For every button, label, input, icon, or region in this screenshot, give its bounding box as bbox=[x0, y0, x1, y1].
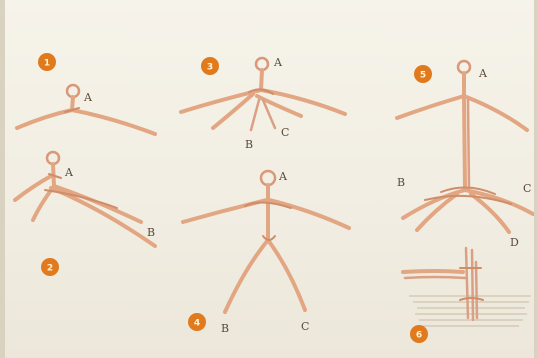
step-5-label-c: C bbox=[523, 182, 531, 195]
step-3-badge: 3 bbox=[201, 57, 219, 75]
step-1-label-a: A bbox=[83, 91, 93, 104]
step-6-wire bbox=[403, 248, 483, 320]
svg-text:2: 2 bbox=[47, 264, 53, 274]
step-3-label-c: C bbox=[281, 126, 289, 139]
step-5-label-b: B bbox=[397, 176, 405, 189]
step-6-base-shading bbox=[409, 296, 531, 326]
step-6-badge: 6 bbox=[410, 325, 428, 343]
svg-text:4: 4 bbox=[194, 319, 200, 329]
step-2-wire bbox=[15, 152, 155, 246]
armature-diagram: 1 A A B 2 3 bbox=[5, 0, 538, 358]
step-6: 6 bbox=[403, 248, 531, 343]
step-4: A B C 4 bbox=[183, 170, 349, 335]
svg-text:3: 3 bbox=[207, 63, 213, 73]
svg-text:1: 1 bbox=[44, 59, 50, 69]
step-4-label-a: A bbox=[278, 170, 288, 183]
step-5-label-d: D bbox=[510, 236, 519, 249]
step-2-label-a: A bbox=[64, 166, 74, 179]
step-4-wire bbox=[183, 171, 349, 312]
step-5-wire bbox=[397, 61, 533, 232]
step-3: 3 A B C bbox=[181, 56, 345, 151]
step-4-badge: 4 bbox=[188, 313, 206, 331]
step-2: A B 2 bbox=[15, 152, 155, 276]
step-2-badge: 2 bbox=[41, 258, 59, 276]
svg-text:5: 5 bbox=[420, 71, 426, 81]
step-3-label-b: B bbox=[245, 138, 253, 151]
step-4-label-c: C bbox=[301, 320, 309, 333]
step-3-label-a: A bbox=[273, 56, 283, 69]
step-5-label-a: A bbox=[478, 67, 488, 80]
step-1: 1 A bbox=[17, 53, 155, 134]
step-1-badge: 1 bbox=[38, 53, 56, 71]
step-4-label-b: B bbox=[221, 322, 229, 335]
step-5: 5 A B C D bbox=[397, 61, 533, 249]
svg-text:6: 6 bbox=[416, 331, 422, 341]
step-5-badge: 5 bbox=[414, 65, 432, 83]
step-2-label-b: B bbox=[147, 226, 155, 239]
